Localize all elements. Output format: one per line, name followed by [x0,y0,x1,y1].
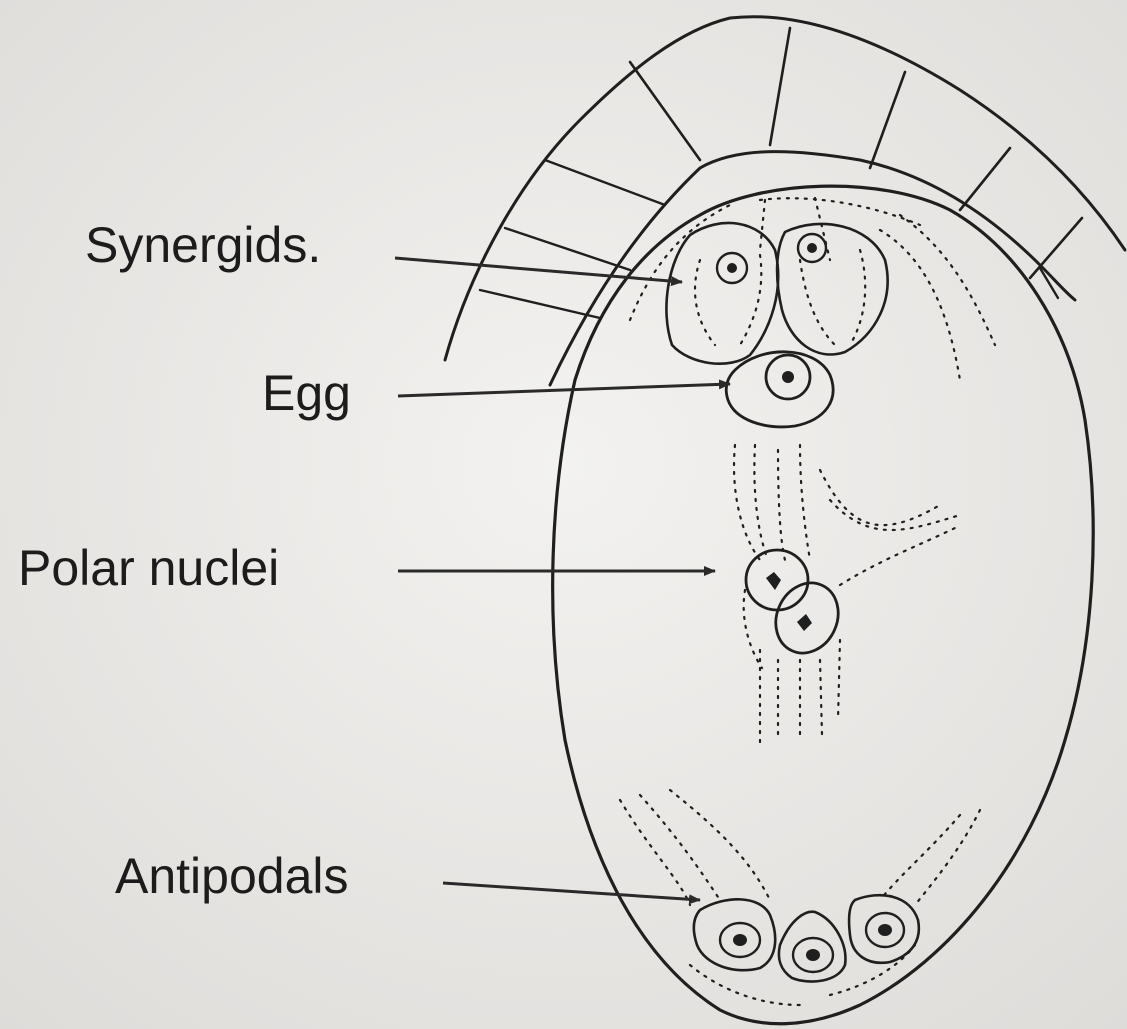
label-antipodals: Antipodals [115,848,349,904]
label-polar-nuclei: Polar nuclei [18,540,279,596]
label-egg: Egg [262,365,351,421]
label-synergids: Synergids. [85,217,321,273]
